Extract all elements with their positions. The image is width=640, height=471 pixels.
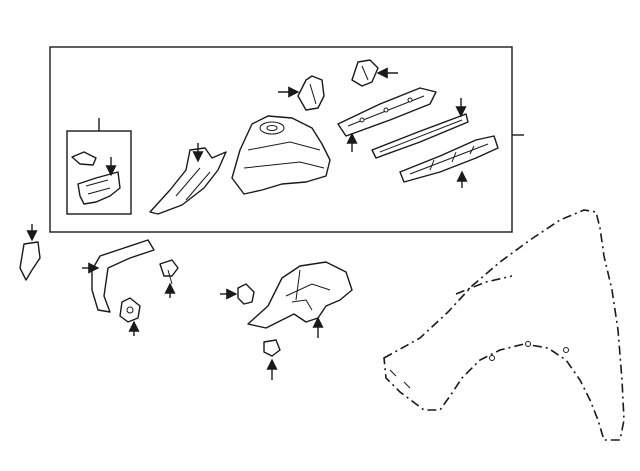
part-2-bracket <box>19 241 41 281</box>
part-16-grommet <box>237 283 255 305</box>
part-8-reinforcement <box>371 113 469 159</box>
part-12-brace <box>91 239 155 313</box>
fender-outline <box>383 209 625 441</box>
subassembly-box <box>66 130 132 215</box>
part-6-bracket <box>297 75 325 111</box>
part-5-upper-rail <box>337 87 437 137</box>
part-13-bolt <box>159 259 179 285</box>
part-10-bracket <box>71 151 121 205</box>
part-14-clip <box>119 297 141 323</box>
part-4-clip <box>263 339 281 357</box>
assembly-box <box>49 46 513 233</box>
part-15-liner <box>247 261 353 329</box>
part-7-bracket <box>351 59 379 87</box>
part-3-apron-extension <box>149 147 227 215</box>
part-11-lower-rail <box>399 135 499 183</box>
wheelhouse-apron <box>231 115 331 195</box>
